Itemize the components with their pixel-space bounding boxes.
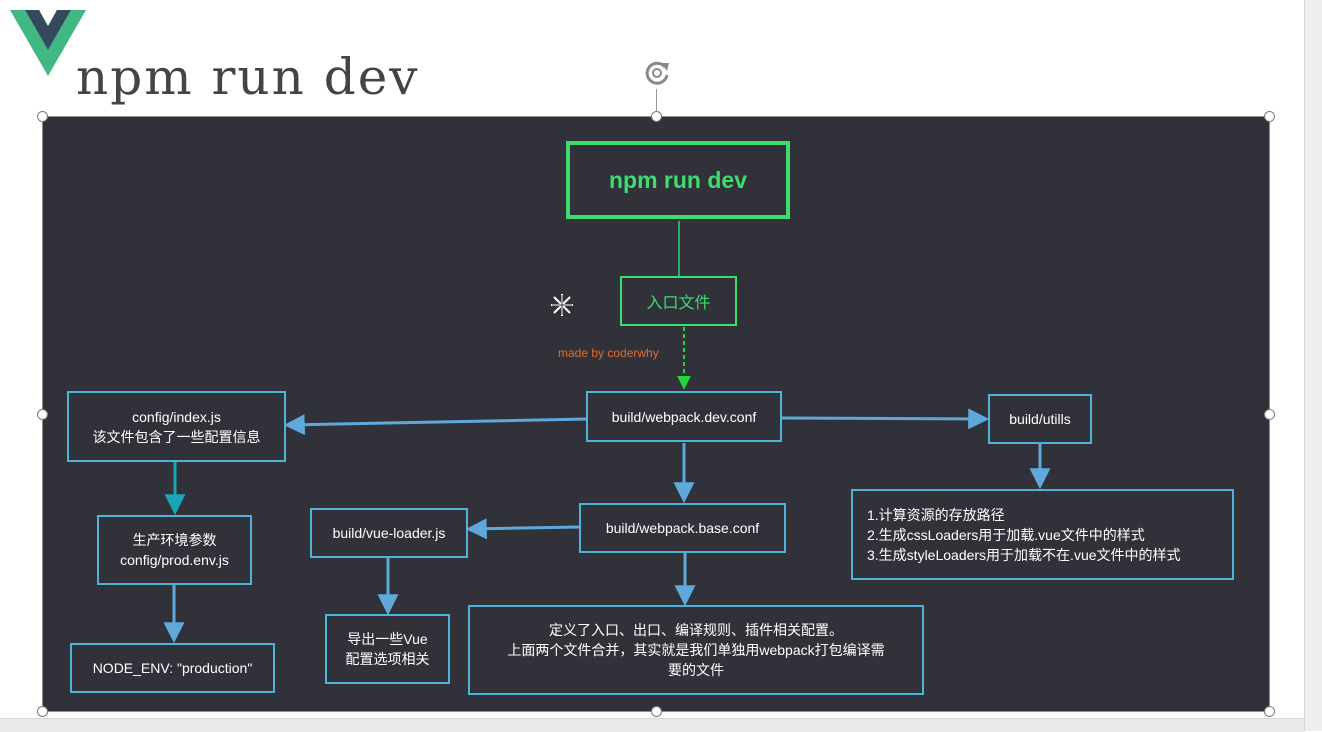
resize-handle-top-center[interactable] [651,111,662,122]
move-cursor-icon [551,294,573,316]
resize-handle-top-left[interactable] [37,111,48,122]
resize-handle-top-right[interactable] [1264,111,1275,122]
config-index-line-1: config/index.js [132,408,221,425]
diagram-edges [163,221,1051,644]
resize-handle-bottom-center[interactable] [651,706,662,717]
watermark-label: made by coderwhy [558,346,659,360]
node-npm-run-dev: npm run dev [566,141,790,219]
edge-devconf-config [283,414,588,436]
utils-desc-line-2: 2.生成cssLoaders用于加载.vue文件中的样式 [867,526,1145,543]
vue-export-line-1: 导出一些Vue [347,631,428,647]
node-vue-loader: build/vue-loader.js [310,508,468,558]
node-node-env: NODE_ENV: "production" [70,643,275,693]
utils-desc-line-1: 1.计算资源的存放路径 [867,506,1005,523]
resize-handle-bottom-left[interactable] [37,706,48,717]
resize-handle-bottom-right[interactable] [1264,706,1275,717]
edge-base-vueloader [465,518,580,540]
horizontal-scrollbar[interactable] [0,718,1304,732]
vertical-scrollbar[interactable] [1304,0,1322,731]
base-desc-line-3: 要的文件 [668,662,724,678]
diagram-image[interactable]: npm run dev 入口文件 made by coderwhy build/… [42,116,1270,712]
node-entry-file: 入口文件 [620,276,737,326]
resize-handle-middle-left[interactable] [37,409,48,420]
resize-handle-middle-right[interactable] [1264,409,1275,420]
rotate-stem [656,89,657,116]
slide-title[interactable]: npm run dev [76,48,420,106]
prod-env-line-2: config/prod.env.js [120,552,229,568]
edge-devconf-utils [781,408,990,430]
node-config-index: config/index.js 该文件包含了一些配置信息 [67,391,286,462]
config-index-line-2: 该文件包含了一些配置信息 [92,428,261,445]
vue-logo [10,10,86,76]
node-vue-export: 导出一些Vue 配置选项相关 [325,614,450,684]
node-build-utils: build/utills [988,394,1092,444]
node-base-desc: 定义了入口、出口、编译规则、插件相关配置。 上面两个文件合并，其实就是我们单独用… [468,605,924,695]
prod-env-line-1: 生产环境参数 [132,532,217,548]
utils-desc-line-3: 3.生成styleLoaders用于加载不在.vue文件中的样式 [867,546,1181,563]
node-webpack-dev-conf: build/webpack.dev.conf [586,391,782,442]
rotate-icon[interactable] [641,57,673,89]
vue-export-line-2: 配置选项相关 [345,651,430,667]
node-webpack-base-conf: build/webpack.base.conf [579,503,786,553]
node-utils-desc: 1.计算资源的存放路径 2.生成cssLoaders用于加载.vue文件中的样式… [851,489,1234,580]
node-prod-env: 生产环境参数 config/prod.env.js [97,515,252,585]
base-desc-line-1: 定义了入口、出口、编译规则、插件相关配置。 [549,622,843,638]
slide-canvas: npm run dev [10,10,1275,717]
base-desc-line-2: 上面两个文件合并，其实就是我们单独用webpack打包编译需 [507,642,885,658]
